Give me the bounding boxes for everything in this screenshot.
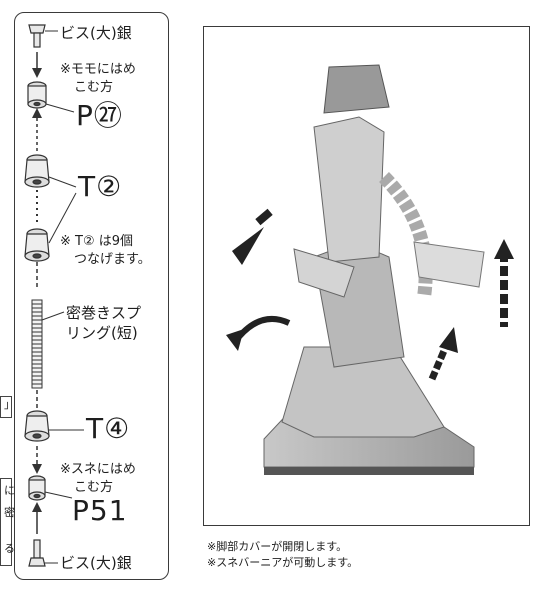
part-t2-lower-icon xyxy=(24,228,50,262)
sune-note-line2: こむ方 xyxy=(74,480,114,495)
part-t2-label: T② xyxy=(78,170,123,203)
part-t4-icon xyxy=(24,410,50,442)
sune-note-line1: ※スネにはめ xyxy=(60,462,136,477)
clipped-note-box-b: に 密 る xyxy=(0,478,15,566)
mom-note-line1: ※モモにはめ xyxy=(60,62,136,77)
part-p51-icon xyxy=(28,475,46,501)
rotate-arrow-left-icon xyxy=(226,316,291,351)
open-arrow-upper-left-icon xyxy=(232,208,273,265)
part-p51-label: P51 xyxy=(72,494,128,527)
part-t4-label: T④ xyxy=(86,412,131,445)
up-arrow-right-icon xyxy=(494,239,514,327)
leg-photo-panel xyxy=(203,26,530,526)
spring-label-line2: リング(短) xyxy=(66,324,138,342)
t2-note-line2: つなげます。 xyxy=(74,252,151,267)
spring-label-line1: 密巻きスプ xyxy=(66,304,142,322)
spring-icon xyxy=(31,299,43,389)
part-p27-label: P㉗ xyxy=(76,99,123,132)
up-arrow-center-icon xyxy=(428,327,458,381)
leg-photo-drawing xyxy=(226,64,514,475)
screw-bottom-label: ビス(大)銀 xyxy=(60,554,132,572)
t2-note-line1: ※ T② は9個 xyxy=(60,234,134,249)
clipped-note-box-a: 」 xyxy=(0,396,15,418)
screw-top-label: ビス(大)銀 xyxy=(60,24,132,42)
assembly-panel xyxy=(14,12,169,580)
mom-note-line2: こむ方 xyxy=(74,80,114,95)
parts-column-drawing xyxy=(24,24,84,567)
part-p27-icon xyxy=(27,81,47,109)
screw-bottom-icon xyxy=(28,539,46,567)
screw-top-icon xyxy=(28,24,46,48)
part-t2-upper-icon xyxy=(24,154,50,188)
caption-vernier-moves: ※スネバーニアが可動します。 xyxy=(207,556,359,569)
caption-cover-opens: ※脚部カバーが開閉します。 xyxy=(207,540,348,553)
